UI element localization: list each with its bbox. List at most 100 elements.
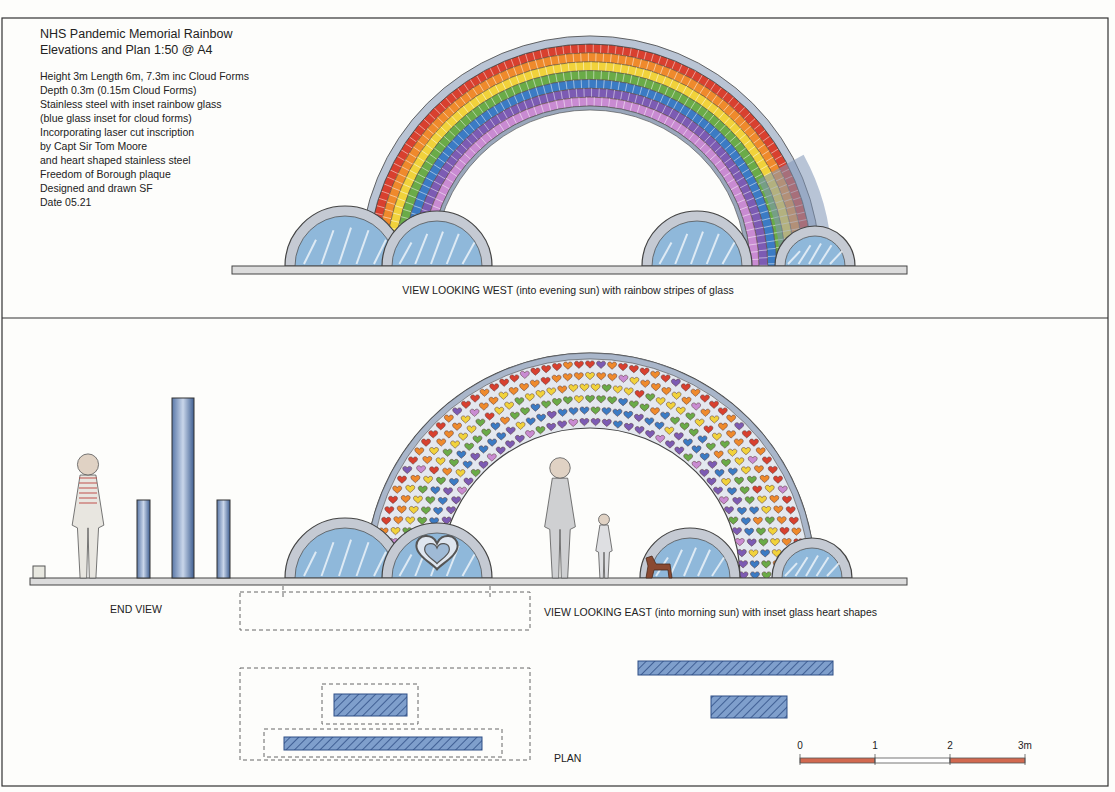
glass-joint — [739, 107, 745, 113]
glass-joint — [534, 107, 537, 115]
glass-heart — [580, 418, 589, 425]
glass-joint — [440, 103, 446, 110]
glass-joint — [704, 79, 709, 86]
view-caption: VIEW LOOKING EAST (into morning sun) wit… — [542, 606, 879, 619]
glass-heart — [453, 408, 462, 415]
plan-footprint — [334, 694, 407, 716]
glass-heart — [698, 436, 707, 443]
glass-joint — [460, 97, 465, 104]
glass-joint — [470, 79, 475, 86]
glass-joint — [618, 82, 619, 91]
glass-heart — [624, 411, 633, 418]
glass-joint — [728, 97, 734, 104]
glass-heart — [768, 466, 777, 473]
glass-joint — [447, 146, 454, 152]
glass-joint — [426, 144, 433, 149]
glass-heart — [431, 487, 440, 494]
label-holder: VIEW LOOKING EAST (into morning sun) wit… — [542, 606, 879, 619]
glass-joint — [644, 79, 647, 87]
glass-joint — [744, 221, 753, 223]
dog-figure — [646, 556, 672, 578]
glass-joint — [616, 72, 617, 81]
glass-heart — [430, 447, 439, 454]
glass-joint — [497, 115, 502, 123]
glass-heart — [729, 517, 738, 524]
glass-heart — [436, 423, 445, 430]
glass-heart — [728, 449, 737, 456]
glass-joint — [734, 156, 741, 161]
glass-heart — [429, 431, 438, 438]
glass-heart — [655, 422, 664, 429]
glass-joint — [438, 158, 445, 163]
glass-heart — [531, 404, 540, 411]
child-figure — [596, 514, 612, 578]
glass-heart — [471, 395, 480, 402]
glass-heart — [580, 407, 589, 414]
glass-joint — [736, 177, 744, 181]
glass-heart — [682, 397, 691, 404]
glass-joint — [484, 123, 489, 130]
label-holder: Incorporating laser cut inscription — [40, 126, 194, 139]
glass-joint — [596, 80, 597, 89]
glass-heart — [403, 466, 412, 473]
glass-heart — [389, 496, 398, 503]
glass-joint — [637, 49, 639, 58]
glass-joint — [469, 124, 475, 131]
glass-heart — [591, 418, 600, 425]
glass-joint — [762, 151, 769, 156]
glass-heart — [558, 386, 567, 393]
glass-joint — [628, 93, 630, 102]
glass-heart — [714, 451, 723, 458]
glass-heart — [447, 507, 456, 514]
glass-heart — [485, 413, 494, 420]
glass-joint — [747, 161, 754, 166]
glass-heart — [719, 497, 728, 504]
glass-joint — [425, 161, 432, 166]
glass-heart — [397, 506, 406, 513]
label-holder: 0 — [797, 740, 803, 752]
glass-joint — [438, 174, 446, 179]
spec-note: Depth 0.3m (0.15m Cloud Forms) — [40, 84, 196, 97]
glass-joint — [625, 83, 627, 92]
glass-heart — [597, 396, 606, 403]
scale-segment — [950, 758, 1025, 763]
cloud-form — [382, 211, 492, 266]
glass-joint — [689, 133, 694, 140]
glass-heart — [515, 398, 524, 405]
glass-joint — [742, 214, 750, 217]
plan-tick — [490, 586, 491, 600]
glass-joint — [548, 48, 550, 57]
glass-heart — [630, 377, 639, 384]
glass-heart — [780, 527, 789, 534]
glass-joint — [729, 110, 735, 116]
glass-joint — [758, 144, 765, 149]
glass-heart — [635, 391, 644, 398]
glass-heart — [558, 421, 567, 428]
glass-joint — [683, 86, 687, 94]
glass-heart — [547, 423, 556, 430]
glass-heart — [413, 496, 422, 503]
glass-joint — [446, 121, 452, 127]
glass-joint — [472, 133, 478, 140]
glass-heart — [692, 403, 701, 410]
glass-heart — [409, 506, 418, 513]
glass-heart — [619, 363, 628, 370]
glass-glint — [796, 557, 808, 576]
glass-heart — [758, 496, 767, 503]
glass-joint — [671, 90, 675, 98]
glass-joint — [595, 53, 596, 62]
glass-heart — [457, 487, 466, 494]
glass-joint — [694, 138, 700, 145]
glass-joint — [744, 126, 751, 132]
glass-joint — [734, 115, 740, 121]
glass-joint — [460, 120, 466, 127]
glass-joint — [417, 157, 424, 162]
plan-dashed-area — [322, 684, 418, 724]
glass-heart — [602, 385, 611, 392]
glass-heart — [563, 374, 572, 381]
glass-joint — [623, 101, 625, 110]
glass-joint — [505, 90, 509, 98]
glass-joint — [448, 107, 454, 114]
cloud-glass — [295, 216, 395, 266]
